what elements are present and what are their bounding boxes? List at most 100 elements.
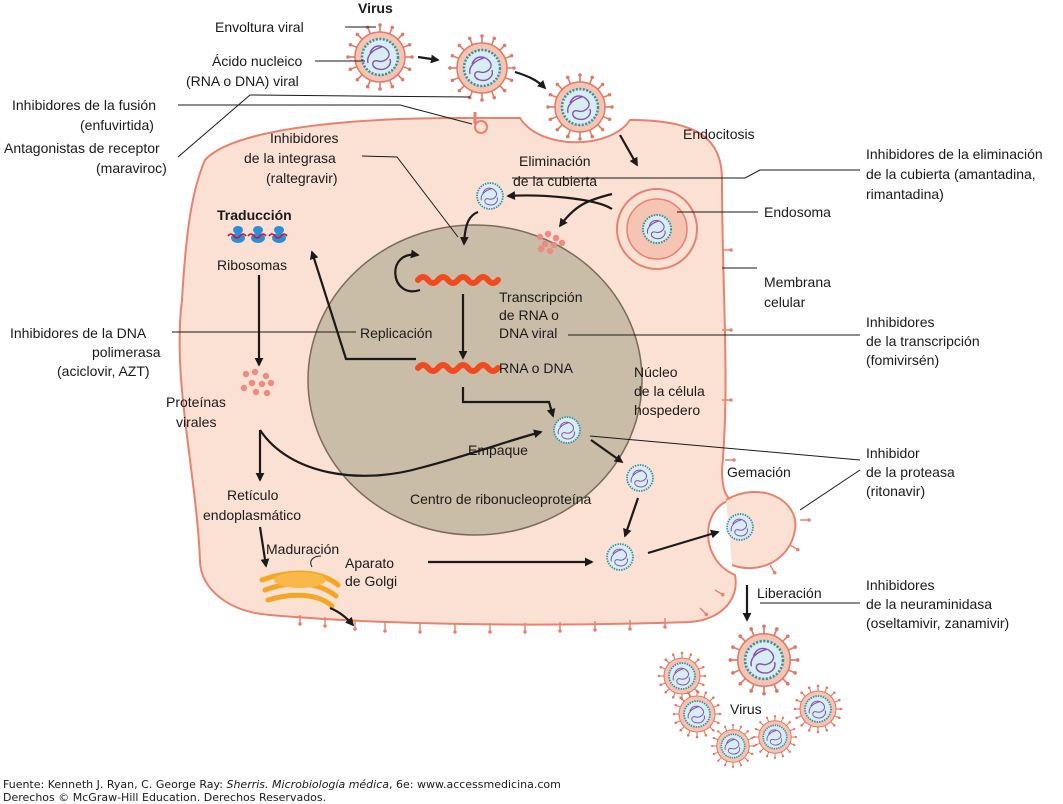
protein-dot xyxy=(258,380,266,388)
ribosome-icons xyxy=(227,226,288,243)
arrow-rna-to-packaging xyxy=(461,387,556,418)
label-replicacion: Replicación xyxy=(360,325,432,341)
protein-dot xyxy=(552,234,560,242)
label-integrasa-1: Inhibidores xyxy=(270,130,339,146)
label-inh-transc-1: Inhibidores xyxy=(866,314,935,330)
label-virus-bottom: Virus xyxy=(730,701,762,717)
virus-particle-icon xyxy=(553,416,581,444)
virus-particle-icon xyxy=(793,684,843,734)
label-transc-3: DNA viral xyxy=(499,325,557,341)
label-elim-2: de la cubierta xyxy=(513,173,597,189)
label-dnapol-1: Inhibidores de la DNA xyxy=(10,325,147,341)
label-neura-3: (oseltamivir, zanamivir) xyxy=(866,615,1009,631)
label-transc-1: Transcripción xyxy=(499,289,583,305)
leader-lines xyxy=(172,26,861,604)
label-inh-transc-2: de la transcripción xyxy=(866,333,980,349)
protein-dot xyxy=(262,372,270,380)
label-reticulo-1: Retículo xyxy=(227,487,279,503)
virus-particle-icon xyxy=(641,213,673,245)
arrow-uncoating xyxy=(506,191,613,210)
label-virus-top: Virus xyxy=(358,0,393,16)
arrow-reticulum-down xyxy=(258,526,270,568)
label-inh-elim-2: de la cubierta (amantadina, xyxy=(866,166,1036,182)
virus-particle-icon xyxy=(606,543,634,571)
label-acido-1: Ácido nucleico xyxy=(212,53,302,69)
virus-particles xyxy=(346,23,843,768)
arrow-golgi-to-membrane xyxy=(329,606,355,627)
label-membrana-2: celular xyxy=(764,294,806,310)
protein-dot xyxy=(240,384,248,392)
label-nucleo-1: Núcleo xyxy=(634,364,678,380)
arrow-proteins-to-packaging xyxy=(259,429,543,477)
label-endocitosis: Endocitosis xyxy=(683,126,755,142)
protein-dot xyxy=(267,379,275,387)
source-prefix: Fuente: Kenneth J. Ryan, C. George Ray: xyxy=(3,778,227,791)
ribosome-icon xyxy=(268,226,288,243)
protein-dot xyxy=(252,388,260,396)
source-title: Sherris. Microbiología médica xyxy=(226,778,390,791)
virus-particle-icon xyxy=(448,34,516,102)
label-integrasa-3: (raltegravir) xyxy=(266,170,338,186)
leader-fusion xyxy=(178,104,473,125)
label-transc-2: de RNA o xyxy=(499,307,559,323)
label-neura-1: Inhibidores xyxy=(866,577,935,593)
arrow-virion-to-budding xyxy=(647,529,720,555)
label-inh-transc-3: (fomivirsén) xyxy=(866,352,939,368)
protein-dot xyxy=(242,370,250,378)
leader-inh-elim xyxy=(512,169,860,179)
protein-dot xyxy=(537,245,545,253)
protein-dot xyxy=(248,379,256,387)
ribosome-icon xyxy=(227,226,247,243)
label-nucleo-3: hospedero xyxy=(634,402,700,418)
protein-dot xyxy=(558,239,566,247)
arrow-endocitosis xyxy=(619,134,638,167)
flow-arrows xyxy=(254,54,752,627)
label-nucleo-2: de la célula xyxy=(634,383,705,399)
label-inh-elim-1: Inhibidores de la eliminación xyxy=(866,146,1043,162)
leader-antag xyxy=(177,94,471,158)
arrow-packaging-to-center xyxy=(590,439,624,464)
protein-dot xyxy=(536,233,544,241)
arrow-endosome-dots xyxy=(558,192,613,228)
protein-dot xyxy=(251,368,259,376)
label-fusion-1: Inhibidores de la fusión xyxy=(12,97,156,113)
label-antag-1: Antagonistas de receptor xyxy=(4,140,160,156)
leader-aparato xyxy=(310,555,322,568)
protein-dots xyxy=(240,230,566,397)
rna-dna-strand xyxy=(415,362,501,374)
viral-nucleic-acid-strands xyxy=(415,274,501,374)
label-rna-dna: RNA o DNA xyxy=(499,360,574,376)
label-proteasa-3: (ritonavir) xyxy=(866,483,925,499)
label-ribosomas: Ribosomas xyxy=(217,257,287,273)
fusion-receptor xyxy=(473,112,488,134)
arrow-virus2-virus3 xyxy=(514,70,547,90)
source-credit: Fuente: Kenneth J. Ryan, C. George Ray: … xyxy=(3,778,561,791)
virus-particle-icon xyxy=(626,464,654,492)
arrow-center-to-virion xyxy=(623,497,640,538)
leader-proteasa-b xyxy=(799,469,861,511)
virus-particle-icon xyxy=(728,624,800,696)
virus-particle-icon xyxy=(346,23,414,91)
label-aparato-1: Aparato xyxy=(345,555,394,571)
leader-proteasa-a xyxy=(589,435,861,461)
virus-particle-icon xyxy=(476,182,504,210)
label-fusion-2: (enfuvirtida) xyxy=(80,117,154,133)
label-neura-2: de la neuraminidasa xyxy=(866,596,992,612)
virus-particle-icon xyxy=(657,651,707,701)
protein-dot xyxy=(544,230,552,238)
label-acido-2: (RNA o DNA) viral xyxy=(186,73,299,89)
label-inh-elim-3: rimantadina) xyxy=(866,186,944,202)
label-proteinas-1: Proteínas xyxy=(166,394,226,410)
leader-integrasa xyxy=(361,155,459,238)
protein-dot xyxy=(546,247,554,255)
label-empaque: Empaque xyxy=(468,442,528,458)
arrow-to-ribosomes xyxy=(309,250,416,361)
label-dnapol-2: polimerasa xyxy=(92,344,161,360)
virus-particle-icon xyxy=(711,724,755,768)
label-traduccion: Traducción xyxy=(217,207,292,223)
protein-dot xyxy=(541,240,549,248)
copyright-notice: Derechos © McGraw-Hill Education. Derech… xyxy=(3,791,327,804)
arrow-to-nucleus xyxy=(459,210,479,246)
label-envoltura: Envoltura viral xyxy=(215,19,304,35)
diagram-labels: Virus Envoltura viral Ácido nucleico (RN… xyxy=(4,0,1043,717)
